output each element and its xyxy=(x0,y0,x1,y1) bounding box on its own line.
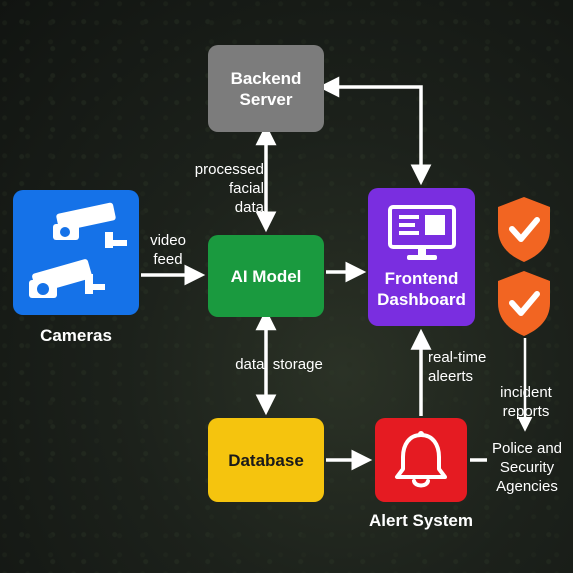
frontend-label-line2: Dashboard xyxy=(377,290,466,309)
frontend-dashboard-node: Frontend Dashboard xyxy=(368,188,475,326)
incident-reports-label: incident reports xyxy=(490,383,562,421)
ai-model-label: AI Model xyxy=(230,266,302,286)
processed-line2: facial xyxy=(228,180,264,197)
arrow-backend-frontend xyxy=(318,76,432,186)
police-agencies-label: Police and Security Agencies xyxy=(484,439,570,496)
realtime-line2: aleerts xyxy=(428,368,474,385)
realtime-line1: real-time xyxy=(428,349,487,366)
backend-label-line2: Server xyxy=(239,89,293,109)
cctv-camera-icon xyxy=(29,202,127,298)
monitor-icon xyxy=(388,205,456,260)
processed-data-label: processed facial data xyxy=(178,160,264,217)
database-node: Database xyxy=(208,418,324,502)
processed-line1: processed xyxy=(194,161,264,178)
police-line3: Agencies xyxy=(496,478,558,495)
cameras-label: Cameras xyxy=(40,326,112,345)
cameras-node xyxy=(13,190,139,315)
video-feed-label: video feed xyxy=(140,231,196,269)
backend-label-line1: Backend xyxy=(230,68,302,88)
alert-system-node xyxy=(375,418,467,502)
shield-top xyxy=(498,197,550,262)
shield-check-icon xyxy=(498,197,550,336)
incident-line1: incident xyxy=(500,384,552,401)
police-line1: Police and xyxy=(491,440,563,457)
ai-model-node: AI Model xyxy=(208,235,324,317)
video-feed-line1: video xyxy=(150,232,186,249)
frontend-label-line1: Frontend xyxy=(384,269,459,288)
backend-server-node: Backend Server xyxy=(208,45,324,132)
data-storage-label: data storage xyxy=(235,356,323,373)
incident-line2: reports xyxy=(502,403,550,420)
alert-system-label: Alert System xyxy=(369,511,473,530)
police-line2: Security xyxy=(499,459,555,476)
video-feed-line2: feed xyxy=(153,251,183,268)
bell-icon xyxy=(395,431,447,488)
processed-line3: data xyxy=(234,199,264,216)
database-label: Database xyxy=(228,450,304,470)
shield-bottom xyxy=(498,271,550,336)
realtime-alerts-label: real-time aleerts xyxy=(428,348,498,386)
